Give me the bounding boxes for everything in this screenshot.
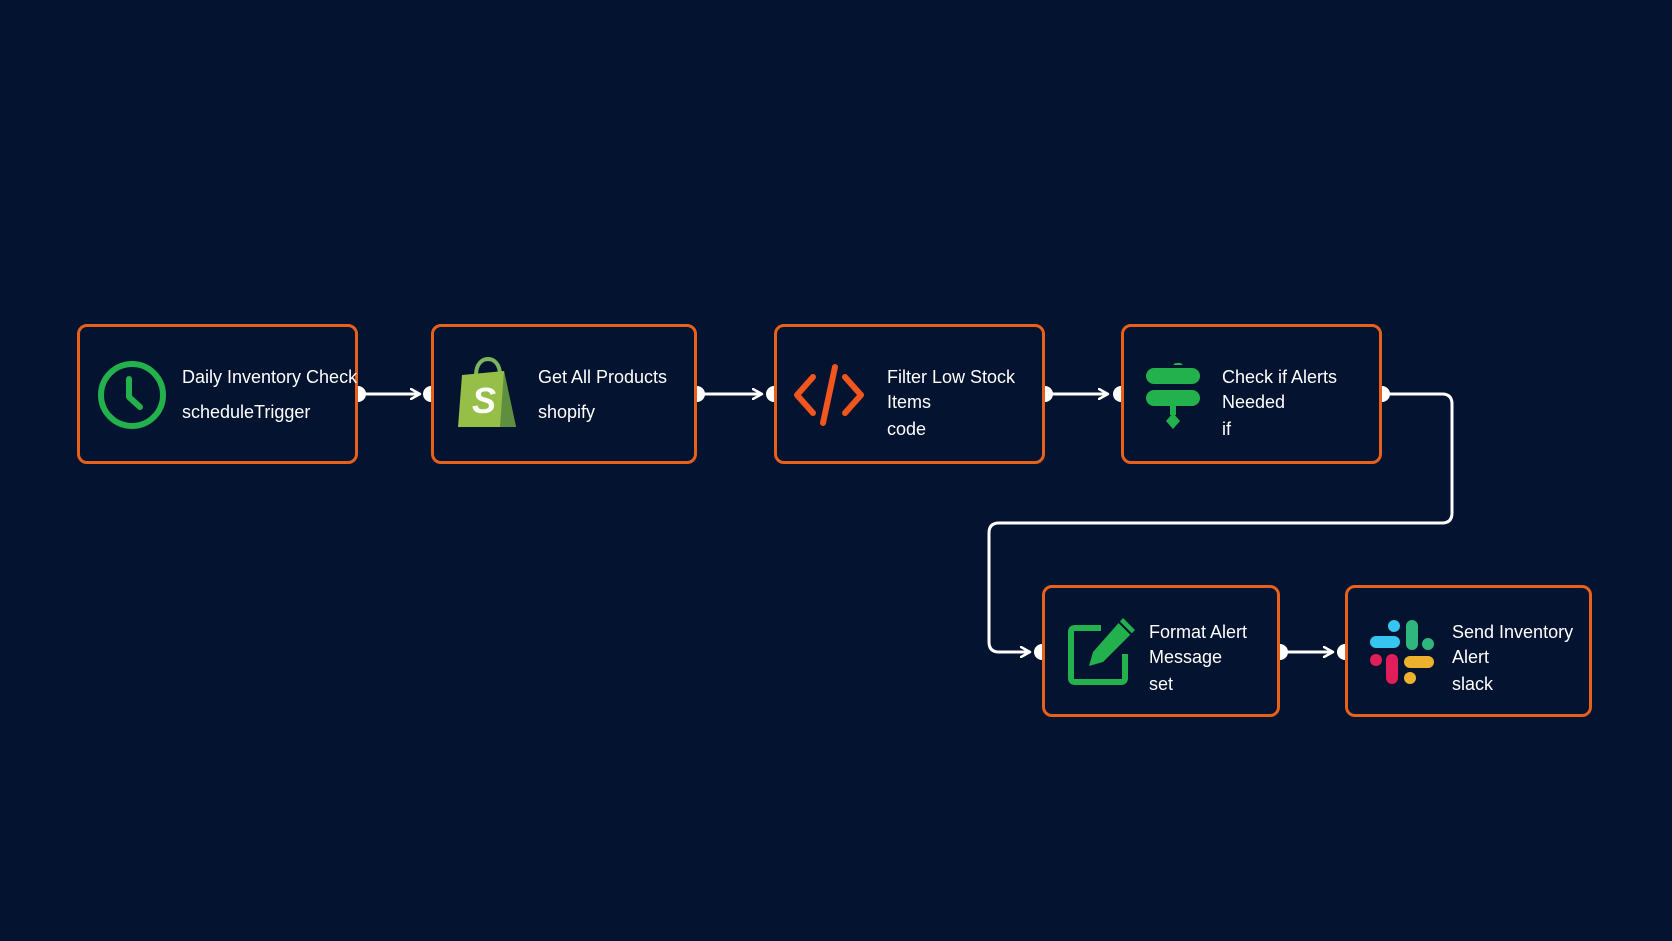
svg-text:S: S <box>472 380 496 421</box>
node-title: Daily Inventory Check <box>182 367 358 387</box>
node-filter-low-stock-items[interactable]: Filter Low Stock Items code <box>774 324 1045 464</box>
node-send-inventory-alert[interactable]: Send Inventory Alert slack <box>1345 585 1592 717</box>
node-title: Send Inventory Alert <box>1452 622 1574 667</box>
code-brackets-icon <box>793 359 865 431</box>
node-type: shopify <box>538 402 596 422</box>
edit-pencil-icon <box>1067 616 1139 688</box>
node-type: scheduleTrigger <box>182 402 311 422</box>
node-type: set <box>1149 674 1174 694</box>
node-title: Check if Alerts Needed <box>1222 367 1338 412</box>
slack-icon <box>1366 616 1438 688</box>
shopify-bag-icon: S <box>452 357 524 429</box>
clock-icon <box>96 359 168 431</box>
node-get-all-products[interactable]: S Get All Products shopify <box>431 324 697 464</box>
node-format-alert-message[interactable]: Format Alert Message set <box>1042 585 1280 717</box>
node-title: Get All Products <box>538 367 668 387</box>
node-type: code <box>887 419 927 439</box>
node-type: slack <box>1452 674 1494 694</box>
node-title: Filter Low Stock Items <box>887 367 1016 412</box>
node-daily-inventory-check[interactable]: Daily Inventory Check scheduleTrigger <box>77 324 358 464</box>
connection-check-alerts-to-format[interactable] <box>987 392 1454 652</box>
if-branch-icon <box>1142 363 1214 435</box>
node-type: if <box>1222 419 1231 439</box>
node-title: Format Alert Message <box>1149 622 1248 667</box>
node-check-if-alerts-needed[interactable]: Check if Alerts Needed if <box>1121 324 1382 464</box>
